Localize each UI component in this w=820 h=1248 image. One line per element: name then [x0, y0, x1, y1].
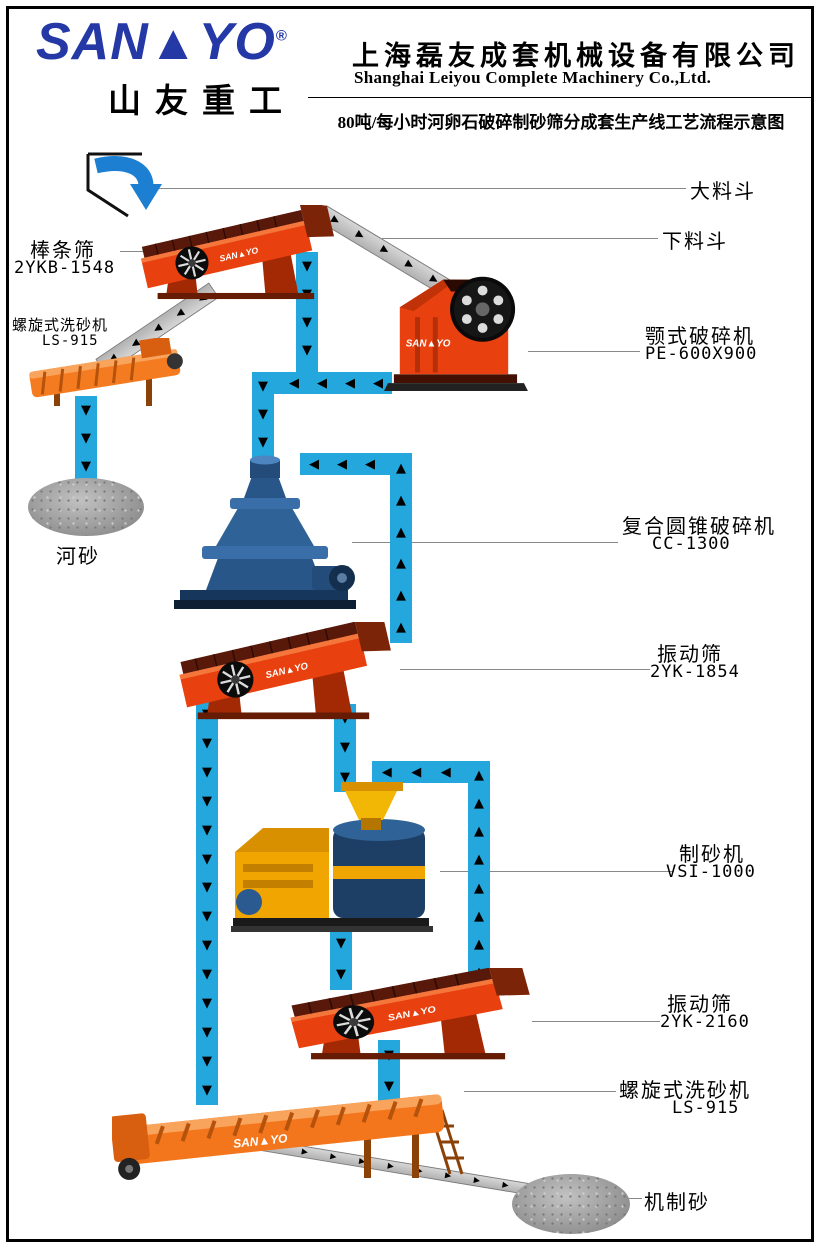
sand-maker-machine: [223, 782, 438, 934]
company-logo: SAN▲YO®: [36, 16, 288, 68]
logo-text-right: YO: [198, 13, 276, 71]
label-screen2-model: 2YK-2160: [660, 1012, 750, 1032]
flowchart-title: 80吨/每小时河卵石破碎制砂筛分成套生产线工艺流程示意图: [337, 113, 785, 132]
machine-sand-pile: [512, 1174, 630, 1234]
label-line-screen2: [532, 1021, 660, 1022]
label-sand-maker-name: 制砂机: [679, 844, 745, 866]
flow-screen1-return-up: ▲▲▲▲▲▲: [390, 453, 412, 643]
feed-input-arrow-icon: [80, 146, 176, 222]
logo-text-left: SAN: [36, 13, 149, 71]
label-bar-screen-name: 棒条筛: [30, 240, 96, 262]
jaw-crusher-machine: SAN▲YO: [380, 258, 528, 394]
label-bar-screen-model: 2YKB-1548: [14, 258, 116, 278]
flow-washer-to-river-sand: ▼▼▼: [75, 396, 97, 480]
label-washer-small-model: LS-915: [42, 333, 99, 349]
spiral-washer-small-machine: [26, 338, 188, 410]
label-machine-sand: 机制砂: [644, 1192, 710, 1214]
label-line-bar-screen: [120, 251, 154, 252]
machine-brand-text: SAN▲YO: [406, 339, 451, 350]
registered-mark: ®: [275, 27, 288, 45]
label-river-sand: 河砂: [56, 546, 100, 568]
label-screen2-name: 振动筛: [667, 994, 733, 1016]
label-line-machine-sand: [624, 1198, 642, 1199]
machine-brand-text: SAN▲YO: [232, 1131, 288, 1151]
header-divider: [308, 97, 814, 98]
label-washer-big-model: LS-915: [672, 1098, 740, 1118]
label-washer-small-name: 螺旋式洗砂机: [12, 317, 109, 334]
label-line-big-hopper: [150, 188, 686, 189]
flow-sandmaker-to-screen2: ▼▼: [330, 928, 352, 990]
river-sand-pile: [28, 478, 144, 536]
flow-screen1-to-washer-long: ▼▼▼▼▼▼▼▼▼▼▼▼▼▼: [196, 700, 218, 1105]
label-washer-big-name: 螺旋式洗砂机: [619, 1080, 751, 1102]
flow-jaw-to-cone-horizontal: ◀◀◀◀◀: [252, 372, 392, 394]
label-sand-maker-model: VSI-1000: [666, 862, 756, 882]
logo-triangle-icon: ▲: [148, 15, 199, 70]
label-jaw-crusher-name: 颚式破碎机: [645, 326, 755, 348]
vibrating-screen-2-machine: SAN▲YO: [283, 968, 531, 1062]
vibrating-screen-1-machine: SAN▲YO: [165, 622, 400, 722]
label-down-hopper: 下料斗: [662, 231, 728, 253]
cone-crusher-machine: [170, 448, 360, 616]
company-name-english: Shanghai Leiyou Complete Machinery Co.,L…: [354, 68, 712, 87]
label-jaw-crusher-model: PE-600X900: [645, 344, 758, 364]
label-screen1-model: 2YK-1854: [650, 662, 740, 682]
label-line-jaw-crusher: [528, 351, 640, 352]
company-name-chinese: 上海磊友成套机械设备有限公司: [352, 41, 800, 71]
label-cone-crusher-name: 复合圆锥破碎机: [622, 516, 776, 538]
label-line-cone-crusher: [352, 542, 618, 543]
logo-chinese-name: 山友重工: [108, 82, 296, 119]
label-line-down-hopper: [382, 238, 658, 239]
flow-screen2-return-up: ▲▲▲▲▲▲▲▲: [468, 761, 490, 987]
label-cone-crusher-model: CC-1300: [652, 534, 731, 554]
label-screen1-name: 振动筛: [657, 644, 723, 666]
label-line-washer-big: [464, 1091, 616, 1092]
label-big-hopper: 大料斗: [690, 181, 756, 203]
spiral-washer-big-machine: SAN▲YO: [112, 1080, 467, 1180]
bar-screen-machine: SAN▲YO: [135, 205, 335, 307]
label-line-screen1: [400, 669, 650, 670]
label-line-sand-maker: [440, 871, 674, 872]
